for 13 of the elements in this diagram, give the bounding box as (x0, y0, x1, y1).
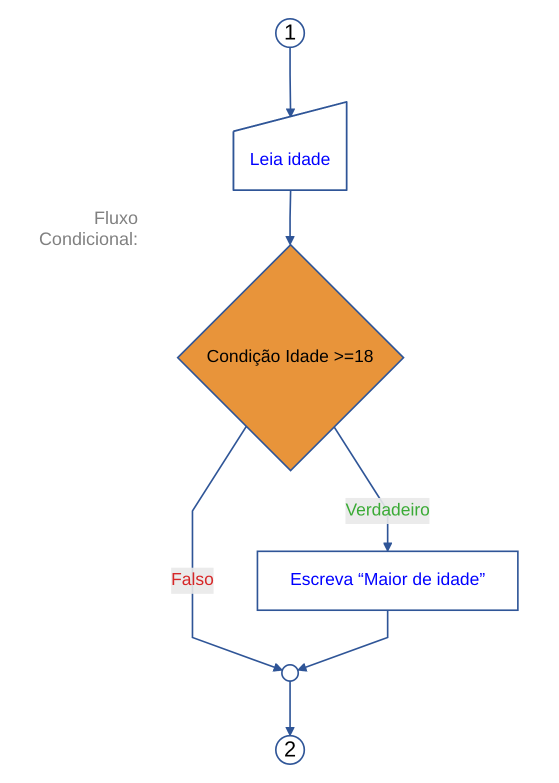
node-circle (281, 664, 300, 682)
edge-label: Falso (171, 570, 214, 590)
note-text: Fluxo Condicional: (38, 208, 138, 250)
edge-label: Verdadeiro (345, 501, 430, 520)
node-circle: 1 (275, 18, 306, 48)
arrow (192, 426, 283, 672)
node-circle: 2 (275, 734, 306, 765)
node-diamond: Condição Idade >=18 (176, 244, 405, 472)
arrow (297, 610, 388, 672)
arrow (285, 190, 295, 246)
arrow (285, 681, 295, 736)
node-box: Escreva “Maior de idade” (256, 550, 519, 612)
arrow (286, 47, 296, 118)
